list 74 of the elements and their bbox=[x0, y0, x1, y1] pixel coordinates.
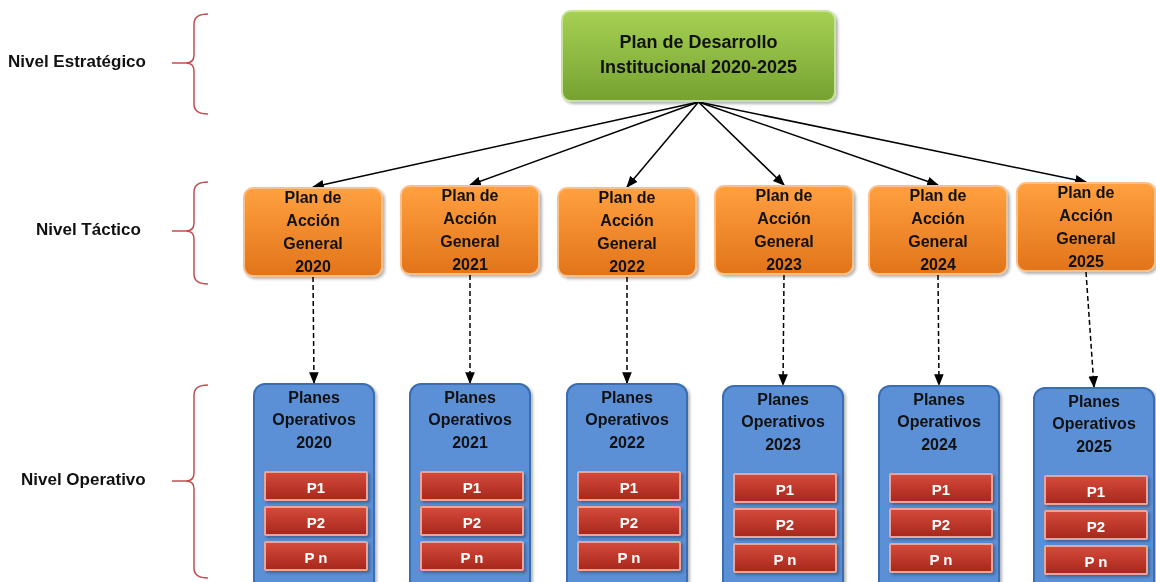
level-label: Nivel Estratégico bbox=[8, 52, 146, 72]
node-label: Planes Operativos 2023 bbox=[740, 390, 826, 455]
arrow bbox=[465, 274, 475, 385]
node-label: P n bbox=[303, 547, 329, 568]
node-label: P n bbox=[1083, 551, 1109, 572]
plan-box bbox=[1016, 182, 1156, 272]
plan-box bbox=[557, 187, 697, 277]
node-label: Plan de Acción General 2024 bbox=[907, 185, 969, 276]
operative-plan-container bbox=[878, 385, 1000, 582]
plan-item-box bbox=[264, 506, 368, 536]
node-label: P1 bbox=[618, 477, 640, 498]
plan-item-box bbox=[733, 473, 837, 503]
operative-plan-container bbox=[1033, 387, 1155, 582]
node-label: Planes Operativos 2020 bbox=[271, 388, 357, 453]
level-label: Nivel Operativo bbox=[21, 470, 146, 490]
node-label: P n bbox=[928, 549, 954, 570]
node-label: P n bbox=[616, 547, 642, 568]
plan-box bbox=[400, 185, 540, 275]
node-label: P2 bbox=[930, 514, 952, 535]
operative-plan-container bbox=[722, 385, 844, 582]
plan-item-box bbox=[420, 506, 524, 536]
arrow bbox=[622, 276, 632, 385]
node-label: P2 bbox=[618, 512, 640, 533]
plan-item-box bbox=[577, 506, 681, 536]
plan-item-box bbox=[1044, 510, 1148, 540]
plan-box bbox=[714, 185, 854, 275]
plan-item-box bbox=[889, 508, 993, 538]
arrow bbox=[626, 101, 700, 188]
plan-box bbox=[243, 187, 383, 277]
node-label: P1 bbox=[1085, 481, 1107, 502]
plan-item-box bbox=[264, 471, 368, 501]
node-label: P2 bbox=[305, 512, 327, 533]
node-label: P2 bbox=[461, 512, 483, 533]
node-label: P1 bbox=[305, 477, 327, 498]
plan-item-box bbox=[733, 508, 837, 538]
node-label: Plan de Acción General 2022 bbox=[596, 187, 658, 278]
node-label: P n bbox=[772, 549, 798, 570]
node-label: P n bbox=[459, 547, 485, 568]
plan-item-box bbox=[420, 541, 524, 571]
plan-box bbox=[561, 10, 836, 102]
operative-plan-container bbox=[566, 383, 688, 582]
node-label: Planes Operativos 2021 bbox=[427, 388, 513, 453]
operative-plan-container bbox=[253, 383, 375, 582]
plan-item-box bbox=[577, 471, 681, 501]
node-label: Plan de Acción General 2025 bbox=[1055, 182, 1117, 273]
arrow bbox=[934, 274, 944, 387]
node-label: Plan de Acción General 2021 bbox=[439, 185, 501, 276]
arrow bbox=[468, 101, 700, 186]
plan-item-box bbox=[420, 471, 524, 501]
plan-item-box bbox=[1044, 475, 1148, 505]
arrow bbox=[697, 101, 785, 186]
node-label: P1 bbox=[930, 479, 952, 500]
plan-item-box bbox=[264, 541, 368, 571]
plan-item-box bbox=[733, 543, 837, 573]
node-label: P2 bbox=[1085, 516, 1107, 537]
node-label: Planes Operativos 2022 bbox=[584, 388, 670, 453]
node-label: Plan de Acción General 2020 bbox=[282, 187, 344, 278]
arrow bbox=[1085, 271, 1099, 389]
node-label: P1 bbox=[461, 477, 483, 498]
node-label: Planes Operativos 2025 bbox=[1051, 392, 1137, 457]
plan-item-box bbox=[889, 473, 993, 503]
plan-item-box bbox=[577, 541, 681, 571]
arrow bbox=[778, 274, 788, 387]
arrow bbox=[309, 276, 319, 385]
node-label: P2 bbox=[774, 514, 796, 535]
operative-plan-container bbox=[409, 383, 531, 582]
level-label: Nivel Táctico bbox=[36, 220, 141, 240]
node-label: Plan de Acción General 2023 bbox=[753, 185, 815, 276]
node-label: Plan de Desarrollo Institucional 2020-2025 bbox=[598, 31, 799, 80]
plan-item-box bbox=[889, 543, 993, 573]
plan-item-box bbox=[1044, 545, 1148, 575]
node-label: Planes Operativos 2024 bbox=[896, 390, 982, 455]
node-label: P1 bbox=[774, 479, 796, 500]
plan-box bbox=[868, 185, 1008, 275]
